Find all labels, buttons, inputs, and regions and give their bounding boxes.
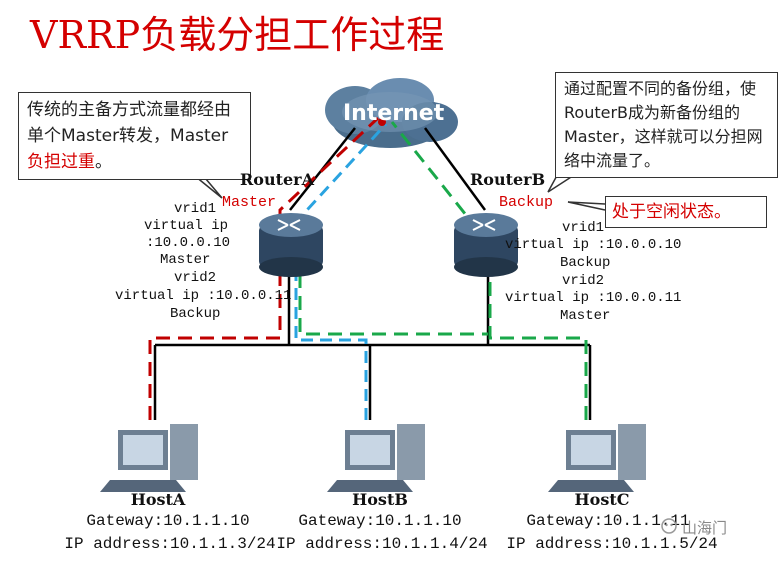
watermark-logo-icon xyxy=(661,518,677,534)
callout-traditional: 传统的主备方式流量都经由单个Master转发，Master 负担过重。 xyxy=(18,92,251,180)
router-b-config-line: virtual ip :10.0.0.10 xyxy=(505,237,682,253)
host-a-gateway: Gateway:10.1.1.10 xyxy=(86,512,250,530)
router-b-config-line: virtual ip :10.0.0.11 xyxy=(505,290,682,306)
traffic-junction-dot xyxy=(378,118,386,126)
router-a-config-line: vrid1 xyxy=(174,201,217,217)
traffic-path-hosta-red xyxy=(148,116,380,420)
host-b-ip: IP address:10.1.1.4/24 xyxy=(276,535,488,553)
router-b-config-line: Backup xyxy=(560,255,611,271)
watermark-text: 山海门 xyxy=(682,519,728,537)
host-b-gateway: Gateway:10.1.1.10 xyxy=(298,512,462,530)
callout-load-sharing: 通过配置不同的备份组，使RouterB成为新备份组的Master，这样就可以分担… xyxy=(555,72,778,178)
router-b-config-line: vrid2 xyxy=(562,273,605,289)
router-b-icon xyxy=(454,213,518,277)
network-links xyxy=(153,127,592,420)
router-b-config-line: Master xyxy=(560,308,611,324)
internet-label: Internet xyxy=(343,101,445,126)
router-a-name: RouterA xyxy=(240,170,315,189)
host-c-name: HostC xyxy=(574,490,630,509)
router-b-config-line: vrid1 xyxy=(562,220,605,236)
callout-idle: 处于空闲状态。 xyxy=(605,196,767,228)
host-a-name: HostA xyxy=(130,490,186,509)
callout-traditional-highlight: 负担过重 xyxy=(27,152,95,172)
host-b-computer-icon xyxy=(327,424,425,492)
host-c-ip: IP address:10.1.1.5/24 xyxy=(506,535,718,553)
host-b-name: HostB xyxy=(352,490,408,509)
host-c-computer-icon xyxy=(548,424,646,492)
router-a-config-line: Master xyxy=(160,252,211,268)
router-b-name: RouterB xyxy=(470,170,546,189)
router-a-config-line: vrid2 xyxy=(174,270,217,286)
router-a-config-line: Backup xyxy=(170,306,221,322)
router-a-config-line: virtual ip :10.0.0.11 xyxy=(115,288,292,304)
callout-traditional-end: 。 xyxy=(95,152,112,172)
host-a-computer-icon xyxy=(100,424,198,492)
router-a-role: Master xyxy=(222,194,277,211)
traffic-path-hostc-green xyxy=(298,121,588,420)
router-a-config-line: :10.0.0.10 xyxy=(146,235,231,251)
host-a-ip: IP address:10.1.1.3/24 xyxy=(64,535,276,553)
diagram-title: VRRP负载分担工作过程 xyxy=(30,13,445,57)
traffic-path-hostb-blue xyxy=(294,122,388,420)
router-b-role: Backup xyxy=(499,194,554,211)
router-a-icon xyxy=(259,213,323,277)
callout-traditional-text: 传统的主备方式流量都经由单个Master转发，Master xyxy=(27,100,231,146)
router-a-config-line: virtual ip xyxy=(144,218,229,234)
host-c-gateway: Gateway:10.1.1.11 xyxy=(526,512,690,530)
